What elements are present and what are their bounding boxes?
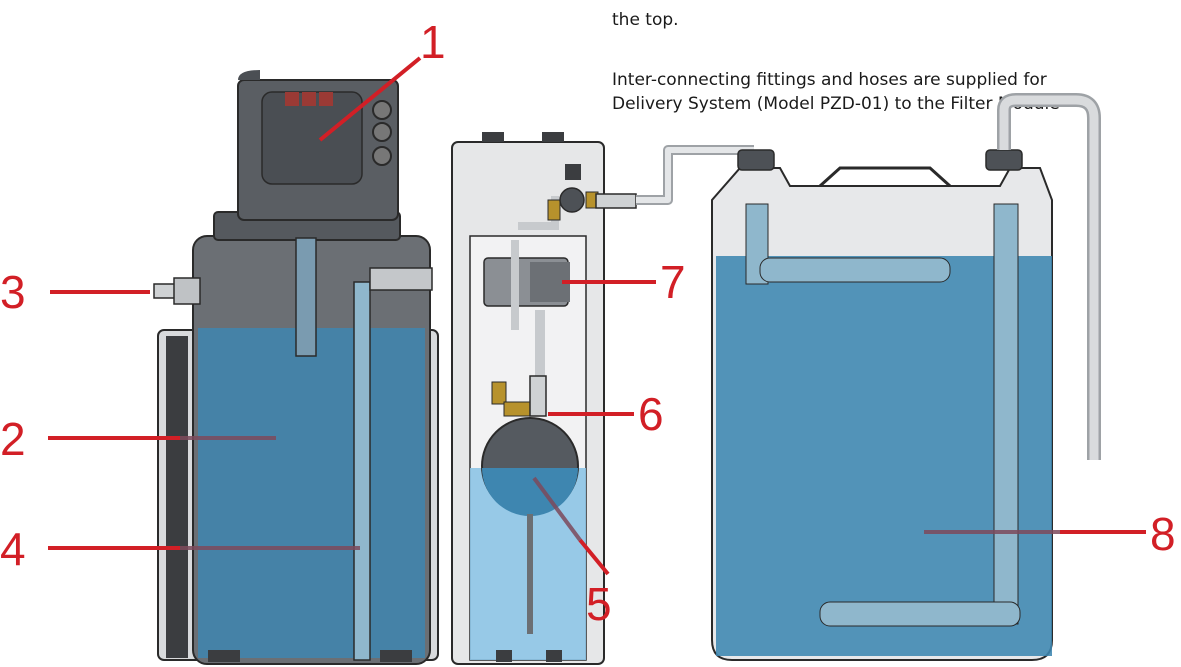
- caption-fragment: the top.: [612, 10, 679, 30]
- callout-1: 1: [420, 16, 446, 68]
- right-carboy: [711, 93, 1101, 661]
- callout-lines-underwater: [180, 436, 1060, 550]
- callout-8: 8: [1150, 508, 1176, 560]
- callout-line-1: [318, 56, 422, 142]
- callout-4: 4: [0, 523, 26, 575]
- callout-2: 2: [0, 413, 26, 465]
- callout-lines: [48, 56, 1146, 576]
- inlet-fitting: [153, 283, 177, 299]
- callout-3: 3: [0, 266, 26, 318]
- callout-5: 5: [586, 578, 612, 630]
- left-tank-unit: [153, 70, 439, 665]
- callout-line-5: [578, 538, 610, 576]
- left-tank-water: [198, 328, 425, 658]
- callout-6: 6: [638, 388, 664, 440]
- callout-7: 7: [660, 256, 686, 308]
- caption-line-2: Delivery System (Model PZD-01) to the Fi…: [612, 94, 1060, 114]
- internal-pipe: [353, 281, 371, 661]
- caption-paragraph: Inter-connecting fittings and hoses are …: [612, 68, 1181, 116]
- level-valve: [503, 401, 533, 417]
- middle-column-unit: [451, 132, 637, 665]
- caption-line-1: Inter-connecting fittings and hoses are …: [612, 70, 1047, 90]
